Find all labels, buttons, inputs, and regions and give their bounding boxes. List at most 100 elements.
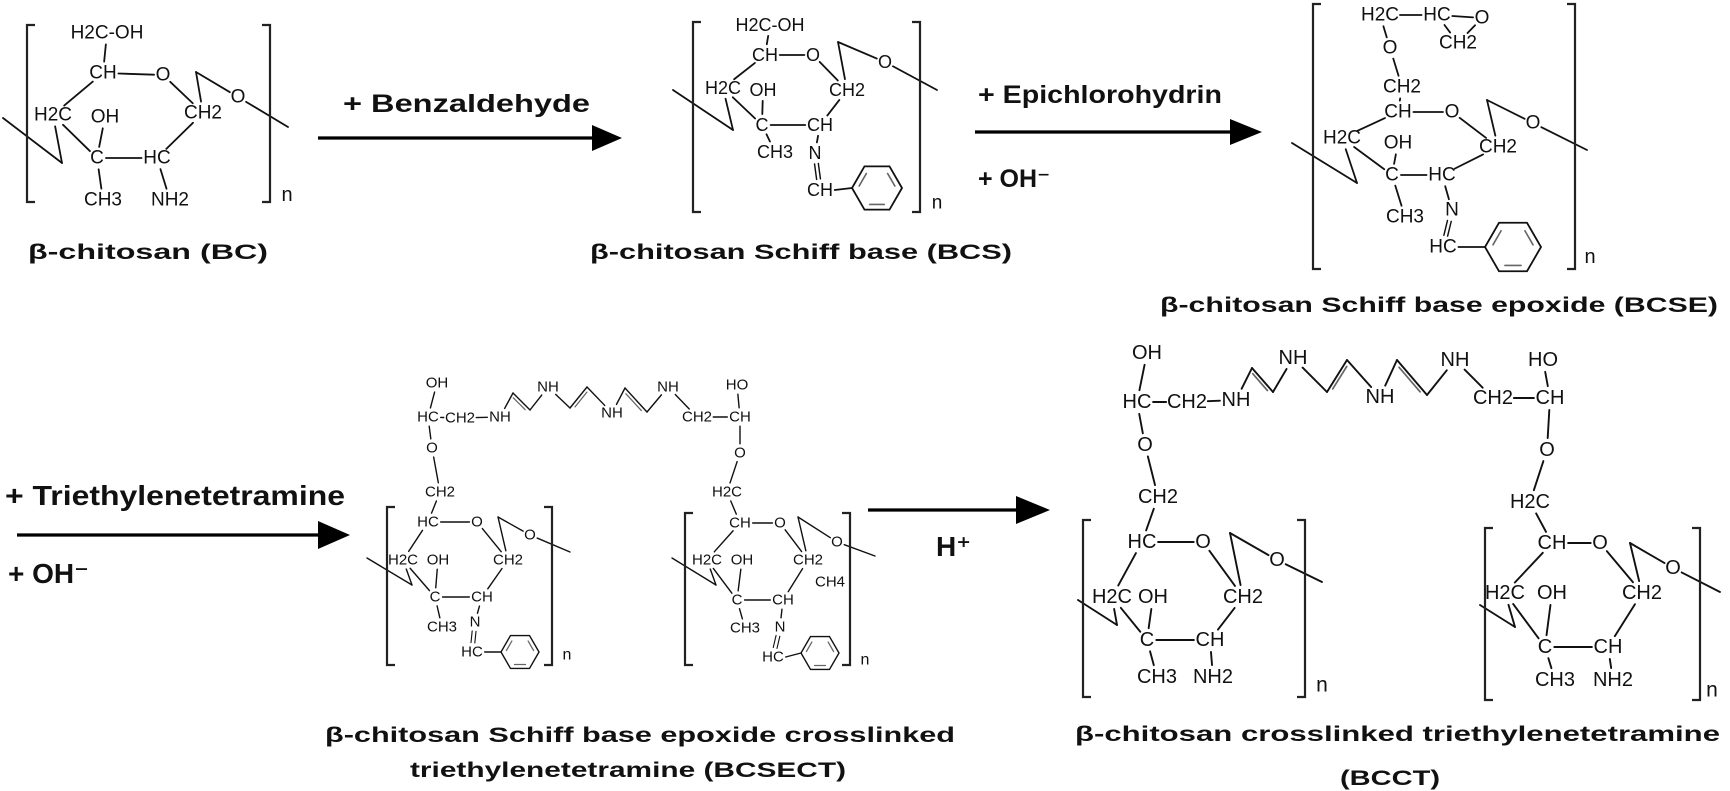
bond-line bbox=[833, 187, 853, 191]
reaction-arrow-benzaldehyde bbox=[318, 125, 622, 151]
bond-line bbox=[554, 393, 571, 409]
atom-label-ch2c: CH2 bbox=[1138, 486, 1178, 508]
bond-line bbox=[1382, 25, 1388, 39]
atom-label-c5: O bbox=[1475, 8, 1490, 29]
atom-label-o1: O bbox=[1137, 434, 1153, 456]
bond-line bbox=[733, 62, 756, 81]
double-bond-line bbox=[624, 387, 648, 413]
atom-label-b-bl: C bbox=[732, 592, 743, 609]
atom-label-c2: O bbox=[1383, 38, 1398, 59]
atom-label-top: CH bbox=[89, 63, 116, 84]
repeat-bracket-left bbox=[385, 505, 395, 667]
bond-line bbox=[54, 125, 63, 164]
atom-label-a-l: H2C bbox=[1092, 586, 1132, 608]
atom-label-a-oh: OH bbox=[427, 552, 450, 569]
bond-line bbox=[497, 516, 524, 532]
aromatic-bond-line bbox=[858, 172, 868, 187]
atom-label-b-hc: HC bbox=[762, 649, 784, 666]
bond-line bbox=[98, 127, 104, 148]
bond-line bbox=[671, 557, 717, 586]
phenyl-ring-icon bbox=[850, 165, 904, 211]
atom-label-ch2b: CH2 bbox=[1473, 387, 1513, 409]
bond-line bbox=[487, 567, 503, 590]
bond-line bbox=[1605, 550, 1634, 584]
atom-label-o2: O bbox=[878, 52, 892, 72]
bond-line bbox=[1507, 603, 1516, 628]
atom-label-b-top: CH bbox=[1538, 532, 1567, 554]
atom-label-oh: OH bbox=[1132, 342, 1162, 364]
atom-label-h2c: H2C bbox=[712, 484, 742, 501]
atom-label-me: CH3 bbox=[1386, 207, 1424, 228]
atom-label-a-top: HC bbox=[1128, 531, 1157, 553]
atom-label-nh4: NH bbox=[657, 379, 679, 396]
atom-label-oh: OH bbox=[426, 375, 449, 392]
double-bond-line bbox=[1398, 366, 1421, 393]
atom-label-a-r: CH2 bbox=[1223, 586, 1263, 608]
double-bond-line bbox=[512, 392, 531, 411]
bond-line bbox=[815, 134, 819, 144]
atom-label-a-o: O bbox=[471, 514, 483, 531]
bond-line bbox=[892, 65, 938, 91]
bond-line bbox=[1147, 607, 1153, 630]
bond-line bbox=[1145, 507, 1155, 532]
double-bond-line bbox=[625, 393, 642, 412]
atom-label-a-o: O bbox=[1195, 531, 1211, 553]
atom-label-b-br: CH bbox=[1594, 636, 1623, 658]
bond-line bbox=[765, 34, 770, 46]
bond-line bbox=[432, 456, 440, 484]
bond-line bbox=[1393, 153, 1397, 165]
bond-line bbox=[837, 41, 878, 60]
atom-label-l: H2C bbox=[705, 78, 741, 98]
reagent-acid: H⁺ bbox=[936, 531, 971, 562]
aromatic-bond-line bbox=[505, 640, 513, 652]
bond-line bbox=[1546, 409, 1551, 439]
bond-line bbox=[2, 117, 63, 164]
bond-line bbox=[615, 387, 626, 406]
bond-line bbox=[1353, 146, 1386, 171]
repeat-unit-n: n bbox=[932, 193, 943, 214]
atom-label-br: CH bbox=[807, 115, 833, 135]
reaction-arrow-acid bbox=[868, 496, 1050, 524]
bond-line bbox=[672, 89, 734, 131]
aromatic-bond-line bbox=[527, 640, 535, 652]
atom-label-b-o2: O bbox=[1665, 557, 1681, 579]
bond-line bbox=[738, 608, 744, 620]
repeat-bracket-left bbox=[1081, 518, 1091, 699]
bond-line bbox=[1486, 99, 1526, 120]
atom-label-o: O bbox=[806, 45, 820, 65]
atom-label-b-me: CH3 bbox=[1535, 669, 1575, 691]
atom-label-a-l: H2C bbox=[388, 552, 418, 569]
bond-line bbox=[529, 394, 543, 411]
double-bond-line bbox=[817, 162, 822, 180]
bond-line bbox=[1629, 542, 1641, 583]
bond-line bbox=[117, 72, 155, 76]
atom-label-a-me: CH3 bbox=[427, 619, 457, 636]
bond-line bbox=[165, 121, 194, 150]
bond-line bbox=[1453, 153, 1484, 170]
atom-label-br: HC bbox=[1428, 165, 1455, 186]
bond-line bbox=[1149, 650, 1155, 667]
bond-line bbox=[1344, 148, 1358, 184]
bond-line bbox=[1544, 370, 1549, 388]
repeat-bracket-right bbox=[1297, 518, 1307, 699]
bond-line bbox=[1301, 366, 1328, 393]
atom-label-oh: OH bbox=[91, 107, 120, 128]
atom-label-n: N bbox=[809, 143, 822, 163]
bond-line bbox=[1138, 363, 1146, 392]
double-bond-line bbox=[1396, 359, 1428, 396]
atom-label-b-top: CH bbox=[729, 515, 751, 532]
bond-line bbox=[497, 516, 507, 552]
aromatic-bond-line bbox=[886, 172, 896, 187]
compound-label-bcsect-line1: β-chitosan Schiff base epoxide crosslink… bbox=[325, 724, 955, 747]
atom-label-a-o2: O bbox=[524, 527, 536, 544]
phenyl-ring-icon bbox=[1483, 221, 1543, 273]
atom-label-o: O bbox=[156, 65, 171, 86]
atom-label-o2: O bbox=[1526, 113, 1541, 134]
reagent-triethylenetetramine: + Triethylenetetramine bbox=[5, 480, 345, 511]
atom-label-bl: C bbox=[90, 148, 104, 169]
bond-line bbox=[709, 568, 717, 586]
bond-line bbox=[430, 500, 438, 514]
atom-label-a-br: CH bbox=[471, 589, 493, 606]
